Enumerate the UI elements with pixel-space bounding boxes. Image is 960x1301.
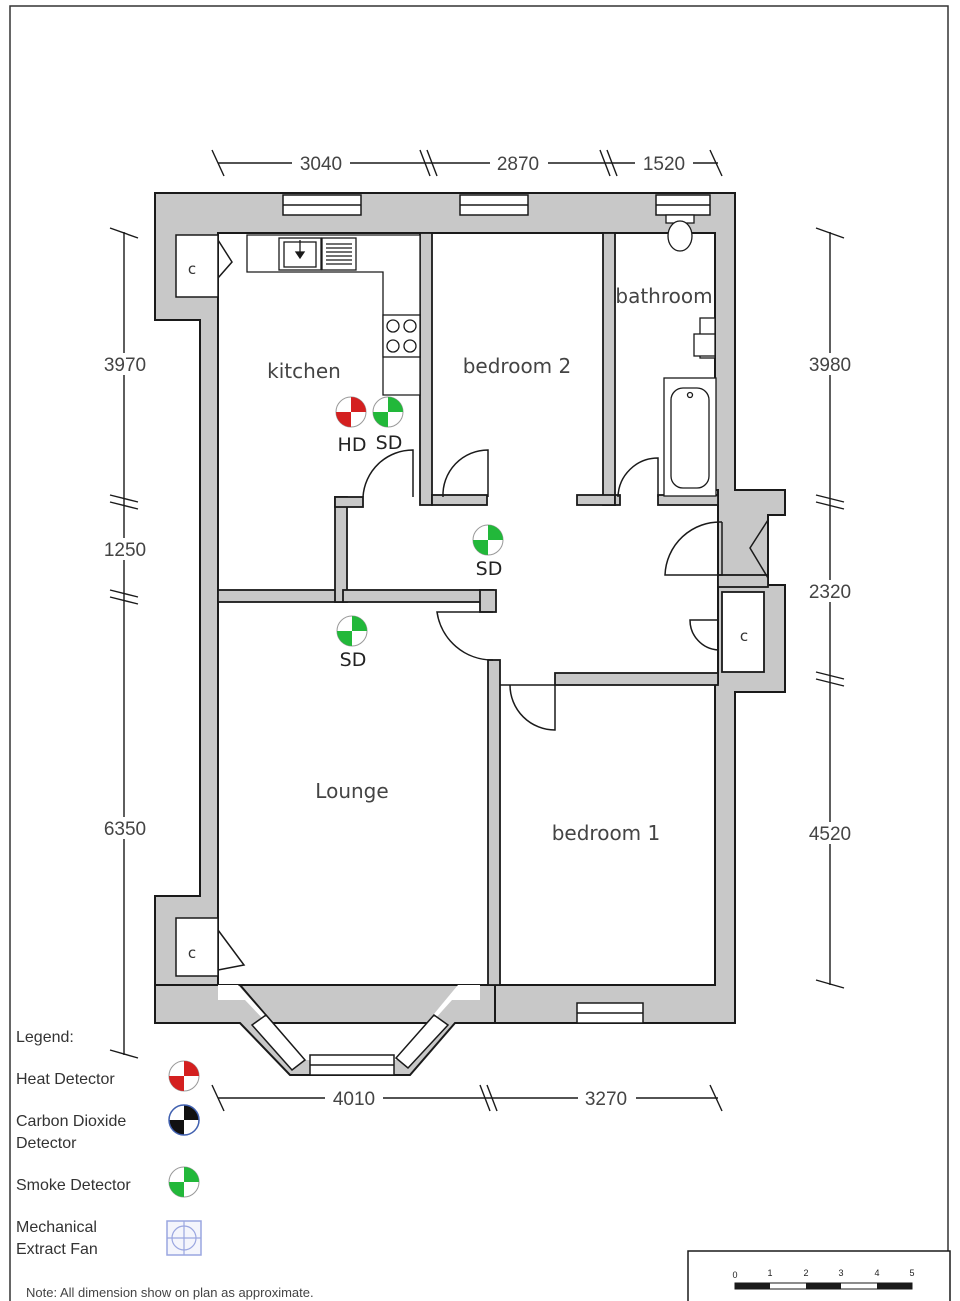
wall-kitchen-lounge: [217, 589, 344, 603]
door-bathroom: [617, 457, 659, 498]
heat-detector-icon: [335, 396, 367, 428]
cupboard-label: c: [188, 944, 196, 962]
room-bathroom: bathroom: [615, 284, 712, 308]
scale-bar: 0 1 2 3 4 5: [687, 1250, 951, 1301]
wall-bed2-bottom-a: [431, 494, 488, 506]
wall-lounge-top: [342, 589, 494, 603]
dim-left-3: 6350: [104, 819, 146, 840]
cupboard-bottom-left: [175, 917, 246, 977]
wall-hall-left: [334, 496, 348, 603]
scale-tick-1: 1: [767, 1268, 772, 1278]
dim-left-2: 1250: [104, 540, 146, 561]
wall-kitchen-bed2: [419, 232, 433, 506]
exterior-wall: [154, 192, 786, 1024]
window-bay-left: [250, 1013, 307, 1072]
smoke-detector-icon: [372, 396, 404, 428]
room-bedroom-1: bedroom 1: [552, 821, 661, 845]
windows: [250, 194, 711, 1076]
smoke-detector-icon: [336, 615, 368, 647]
dim-top-3: 1520: [643, 154, 685, 175]
door-bedroom1: [500, 684, 556, 731]
legend-smoke-label: Smoke Detector: [16, 1177, 131, 1194]
window-bay-right: [394, 1013, 450, 1070]
room-lounge: Lounge: [315, 779, 388, 803]
dim-top-2: 2870: [497, 154, 539, 175]
toilet-bowl: [667, 220, 693, 252]
extract-fan-icon: [166, 1220, 202, 1256]
legend-co2-label-1: Carbon Dioxide: [16, 1113, 126, 1130]
walls: [154, 192, 786, 1024]
legend-fan-label-2: Extract Fan: [16, 1241, 98, 1258]
legend-co2-label-2: Detector: [16, 1135, 77, 1152]
legend: Legend: Heat Detector Carbon Dioxide Det…: [16, 1029, 314, 1300]
dim-bottom-2: 3270: [585, 1089, 627, 1110]
basin: [693, 333, 716, 357]
door-lounge: [436, 611, 494, 661]
wall-bed2-bottom-b: [576, 494, 616, 506]
door-cupboard-lower: [689, 619, 719, 651]
door-bedroom2: [442, 449, 489, 498]
dim-top-1: 3040: [300, 154, 342, 175]
scale-tick-0: 0: [732, 1270, 737, 1280]
dimension-labels: 3040 2870 1520 3970 1250 6350 3980 2320 …: [98, 152, 857, 1110]
scale-tick-3: 3: [838, 1268, 843, 1278]
smoke-detector-icon: [472, 524, 504, 556]
cupboard-top-left: [175, 234, 233, 298]
scale-tick-4: 4: [874, 1268, 879, 1278]
legend-heat-label: Heat Detector: [16, 1071, 115, 1088]
interior-walls: [217, 232, 769, 986]
dim-bottom-1: 4010: [333, 1089, 375, 1110]
wall-bed2-bath: [602, 232, 616, 506]
doors: [362, 449, 769, 731]
wall-bed1-top: [554, 672, 719, 686]
approximate-note: Note: All dimension show on plan as appr…: [26, 1285, 314, 1300]
door-kitchen: [362, 449, 414, 498]
heat-detector-icon: [168, 1060, 200, 1092]
kitchen-fixtures: [246, 234, 421, 396]
door-cupboard-upper: [664, 521, 723, 576]
room-kitchen: kitchen: [267, 359, 341, 383]
dim-right-3: 4520: [809, 824, 851, 845]
legend-fan-label-1: Mechanical: [16, 1219, 97, 1236]
plan-detectors: HD SD SD SD: [335, 396, 504, 671]
drainer: [321, 237, 357, 271]
co2-detector-icon: [168, 1104, 200, 1136]
dim-right-2: 2320: [809, 582, 851, 603]
scale-tick-5: 5: [909, 1268, 914, 1278]
sd-label: SD: [340, 649, 367, 671]
scale-tick-2: 2: [803, 1268, 808, 1278]
sd-label: SD: [376, 432, 403, 454]
dim-left-1: 3970: [104, 355, 146, 376]
room-labels: kitchen bedroom 2 bathroom Lounge bedroo…: [188, 260, 748, 962]
page-border: [9, 5, 949, 1301]
cupboard-label: c: [188, 260, 196, 278]
bathroom-fixtures: [663, 214, 717, 497]
dim-right-1: 3980: [809, 355, 851, 376]
hd-label: HD: [338, 434, 367, 456]
room-bedroom-2: bedroom 2: [463, 354, 572, 378]
legend-title: Legend:: [16, 1029, 74, 1046]
cupboard-label: c: [740, 627, 748, 645]
wall-lounge-bed1: [487, 659, 501, 986]
door-cupboard-upper-b: [749, 519, 769, 579]
cupboard-right: [721, 591, 765, 673]
sd-label: SD: [476, 558, 503, 580]
wall-cupboard-split: [717, 574, 769, 588]
smoke-detector-icon: [168, 1166, 200, 1198]
